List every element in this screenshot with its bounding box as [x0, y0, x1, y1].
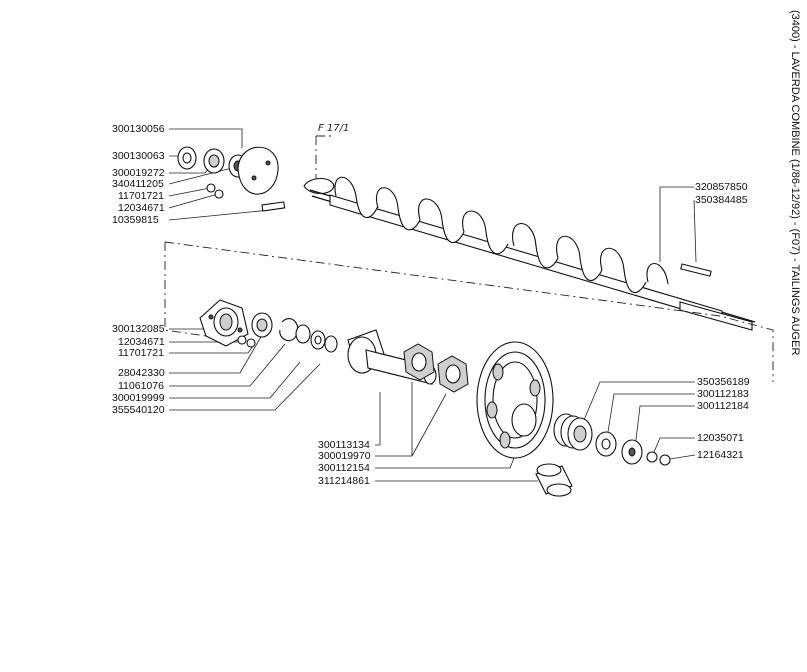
- part-label[interactable]: 11701721: [118, 190, 164, 202]
- part-label[interactable]: 12034671: [118, 336, 165, 348]
- part-label[interactable]: 10359815: [112, 214, 159, 226]
- part-label[interactable]: 320857850: [695, 181, 748, 193]
- part-label[interactable]: 300019970: [318, 450, 371, 462]
- part-label[interactable]: 340411205: [112, 178, 164, 190]
- part-label[interactable]: 11061076: [118, 380, 164, 392]
- bottom-right-labels: 350356189 300112183 300112184 12035071 1…: [583, 376, 750, 461]
- middle-parts: [199, 299, 671, 497]
- part-label[interactable]: 300019999: [112, 392, 165, 404]
- part-label[interactable]: 311214861: [318, 475, 370, 487]
- part-label[interactable]: 350356189: [697, 376, 750, 388]
- part-label[interactable]: 355540120: [112, 404, 165, 416]
- part-label[interactable]: 12035071: [697, 432, 744, 444]
- assembly-outline: [164, 241, 774, 382]
- part-label[interactable]: 300112183: [697, 388, 749, 400]
- auger-shaft: [309, 176, 756, 331]
- top-left-labels: 300130056 300130063 300019272 340411205 …: [112, 123, 165, 226]
- part-label[interactable]: 300113134: [318, 439, 370, 451]
- bottom-center-labels: 300113134 300019970 300112154 311214861: [318, 382, 538, 487]
- part-label[interactable]: 300019272: [112, 167, 165, 179]
- side-title: (3400) - LAVERDA COMBINE (1/86-12/92) - …: [789, 10, 801, 355]
- top-right-labels: 320857850 350384485: [659, 181, 748, 263]
- part-label[interactable]: 28042330: [118, 367, 165, 379]
- figure-ref-label: F 17/1: [318, 123, 349, 134]
- part-label[interactable]: 300130063: [112, 150, 165, 162]
- part-label[interactable]: 300112184: [697, 400, 749, 412]
- part-label[interactable]: 350384485: [695, 194, 748, 206]
- part-label[interactable]: 11701721: [118, 347, 164, 359]
- part-label[interactable]: 300130056: [112, 123, 165, 135]
- top-left-parts: [177, 146, 286, 212]
- part-label[interactable]: 12164321: [697, 449, 744, 461]
- figure-reference: F 17/1: [303, 123, 349, 195]
- part-label[interactable]: 300112154: [318, 462, 370, 474]
- middle-left-labels: 300132085 12034671 11701721 28042330 110…: [112, 323, 165, 416]
- part-label[interactable]: 12034671: [118, 202, 165, 214]
- part-label[interactable]: 300132085: [112, 323, 165, 335]
